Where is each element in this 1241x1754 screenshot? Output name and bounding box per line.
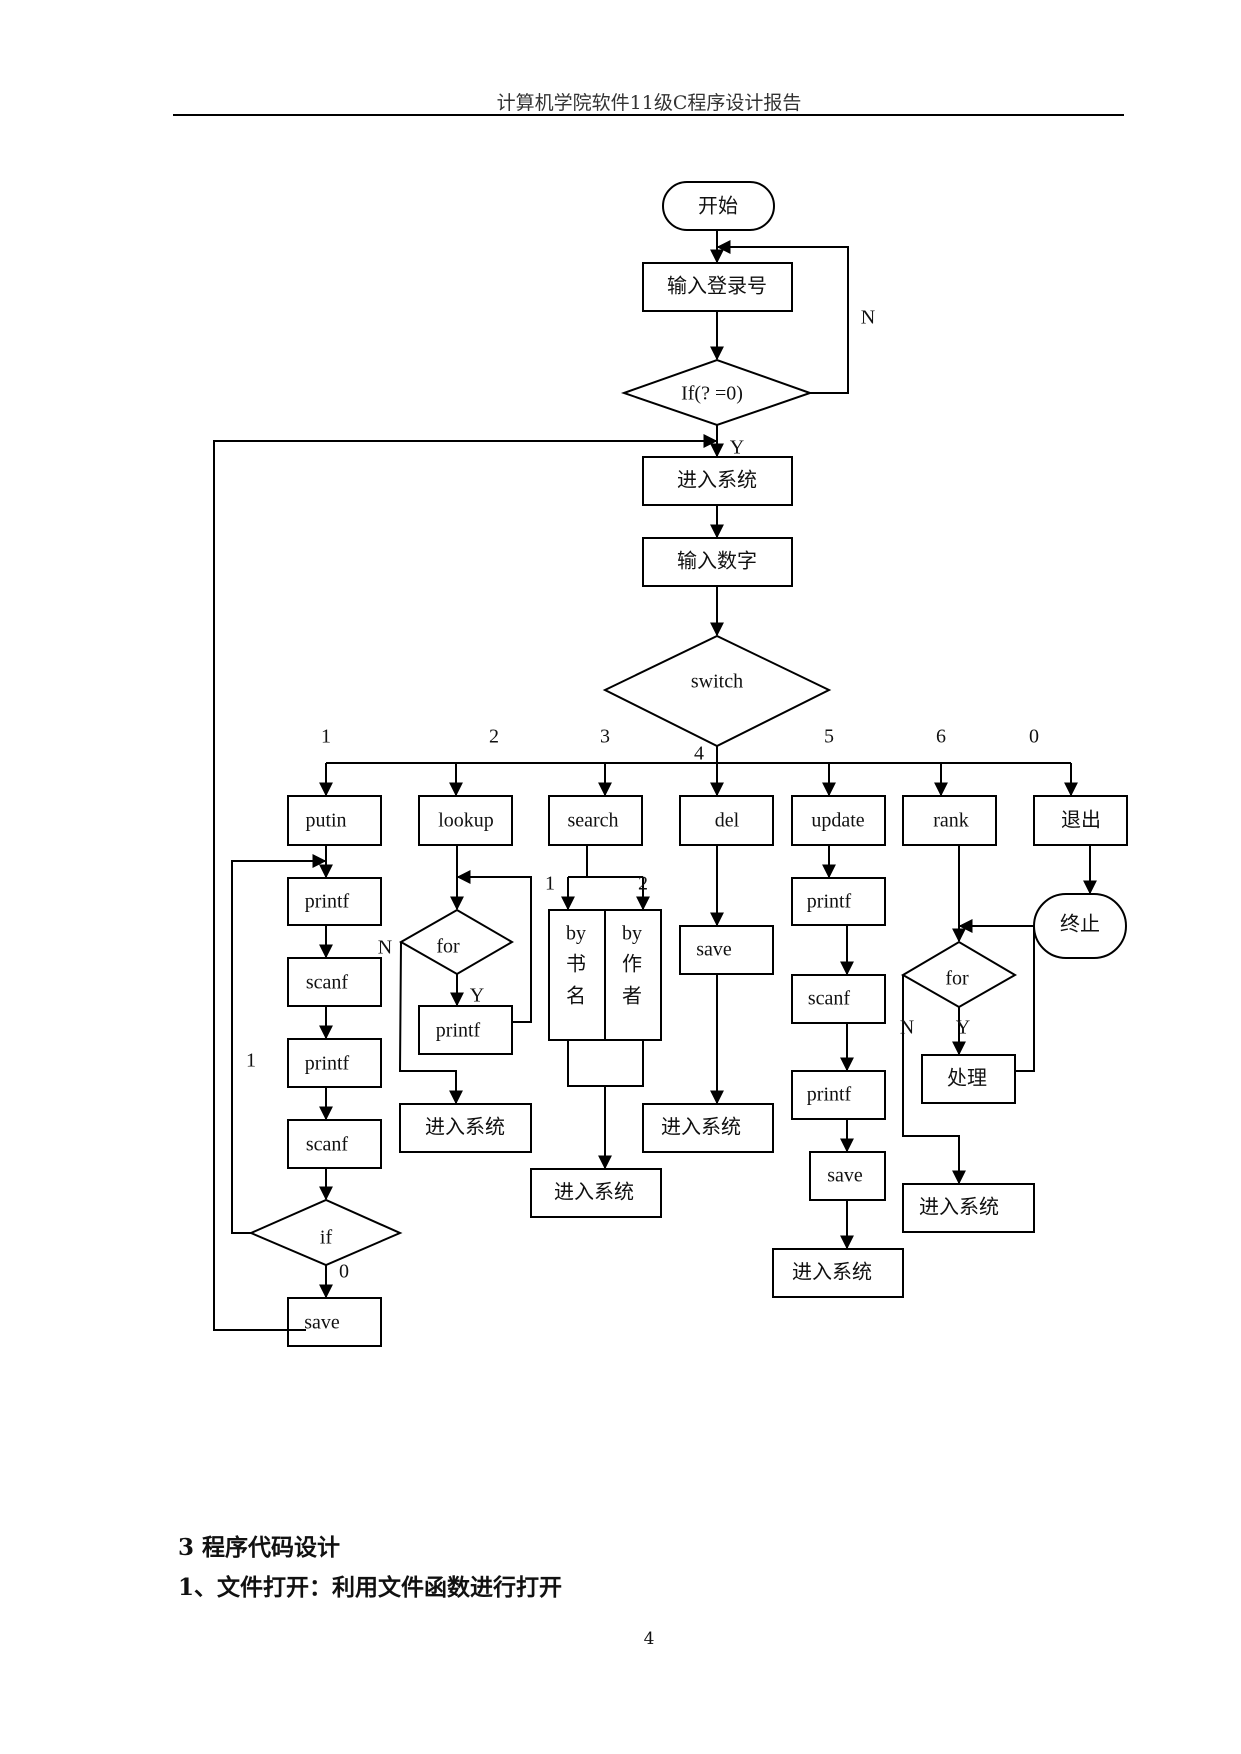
update-printf-1-box <box>791 877 886 926</box>
branch-putin-label: putin <box>305 810 346 832</box>
lookup-printf-box <box>418 1005 513 1055</box>
if-check-n-label: N <box>861 307 875 329</box>
search-box <box>548 795 643 846</box>
case-label-2: 2 <box>489 726 499 748</box>
page-header: 计算机学院软件11级C程序设计报告 <box>496 92 802 114</box>
enter-system-label: 进入系统 <box>677 469 757 492</box>
lookup-enter-system-label: 进入系统 <box>425 1116 505 1139</box>
lookup-printf-label: printf <box>436 1020 481 1042</box>
lookup-box <box>418 795 513 846</box>
start-label: 开始 <box>698 195 738 218</box>
branch-quit-label: 退出 <box>1061 809 1101 832</box>
update-scanf-label: scanf <box>808 988 851 1010</box>
putin-if-zero-label: 0 <box>339 1261 349 1283</box>
case-label-1: 1 <box>321 726 331 748</box>
section-heading: 3 程序代码设计 <box>178 1534 341 1561</box>
branch-update-label: update <box>811 810 864 832</box>
rank-process-box <box>921 1054 1016 1104</box>
putin-if-label: if <box>320 1227 333 1249</box>
search-enter-system-box <box>530 1168 662 1218</box>
putin-printf-2-box <box>287 1038 382 1088</box>
search-by-title-1: by <box>566 923 586 945</box>
putin-box <box>287 795 382 846</box>
if-check-y-label: Y <box>730 437 744 459</box>
lookup-y-label: Y <box>470 985 484 1007</box>
update-enter-system-box <box>772 1248 904 1298</box>
update-enter-system-label: 进入系统 <box>792 1261 872 1284</box>
putin-scanf-2-label: scanf <box>306 1134 349 1156</box>
update-printf-2-label: printf <box>807 1084 852 1106</box>
case-label-0: 0 <box>1029 726 1039 748</box>
switch-label: switch <box>691 671 743 693</box>
case-label-3: 3 <box>600 726 610 748</box>
case-label-5: 5 <box>824 726 834 748</box>
case-label-6: 6 <box>936 726 946 748</box>
rank-box <box>902 795 997 846</box>
putin-save-box <box>287 1297 382 1347</box>
flowchart: 开始 输入登录号 If(? =0) 进入系统 输入数字 switch putin… <box>213 181 1128 1347</box>
lookup-for-label: for <box>436 936 460 958</box>
del-save-box <box>679 925 774 975</box>
rank-n-label: N <box>900 1017 914 1039</box>
lookup-for-diamond <box>398 908 514 976</box>
branch-search-label: search <box>567 810 618 832</box>
putin-scanf-1-box <box>287 957 382 1007</box>
update-printf-1-label: printf <box>807 891 852 913</box>
rank-process-label: 处理 <box>947 1067 987 1090</box>
putin-scanf-1-label: scanf <box>306 972 349 994</box>
page-number: 4 <box>643 1629 655 1649</box>
branch-rank-label: rank <box>933 810 969 832</box>
search-by-title-3: 名 <box>566 985 586 1008</box>
putin-scanf-2-box <box>287 1119 382 1169</box>
input-login-label: 输入登录号 <box>667 275 767 298</box>
lookup-n-label: N <box>378 937 392 959</box>
update-scanf-box <box>791 974 886 1024</box>
rank-y-label: Y <box>956 1017 970 1039</box>
del-enter-system-box <box>642 1103 774 1153</box>
del-save-label: save <box>696 939 732 961</box>
update-box <box>791 795 886 846</box>
putin-printf-2-label: printf <box>305 1053 350 1075</box>
update-save-label: save <box>827 1165 863 1187</box>
putin-loop-one-label: 1 <box>246 1050 256 1072</box>
switch-diamond <box>602 634 832 748</box>
case-label-4: 4 <box>694 743 704 765</box>
putin-printf-1-label: printf <box>305 891 350 913</box>
lookup-enter-system-box <box>399 1103 532 1153</box>
header-rule <box>173 114 1124 116</box>
update-printf-2-box <box>791 1070 886 1120</box>
terminate-label: 终止 <box>1060 913 1100 936</box>
search-by-author-2: 作 <box>622 953 642 976</box>
start-terminator <box>662 181 775 231</box>
putin-if-diamond <box>248 1198 403 1267</box>
search-by-author-1: by <box>622 923 642 945</box>
del-box <box>679 795 774 846</box>
rank-for-label: for <box>945 968 969 990</box>
rank-enter-system-label: 进入系统 <box>919 1196 999 1219</box>
search-two-label: 2 <box>638 873 648 895</box>
del-enter-system-label: 进入系统 <box>661 1116 741 1139</box>
search-merge-box <box>567 1039 644 1087</box>
putin-save-label: save <box>304 1312 340 1334</box>
rank-for-diamond <box>901 940 1017 1009</box>
section-subheading: 1、文件打开：利用文件函数进行打开 <box>178 1574 563 1601</box>
search-one-label: 1 <box>545 873 555 895</box>
if-check-label: If(? =0) <box>681 383 743 405</box>
search-enter-system-label: 进入系统 <box>554 1181 634 1204</box>
branch-del-label: del <box>715 810 740 832</box>
search-by-title-2: 书 <box>566 953 586 976</box>
branch-lookup-label: lookup <box>438 810 494 832</box>
rank-enter-system-box <box>902 1183 1035 1233</box>
putin-printf-1-box <box>287 877 382 926</box>
search-by-author-3: 者 <box>622 985 642 1008</box>
quit-box <box>1033 795 1128 846</box>
input-number-label: 输入数字 <box>677 550 757 573</box>
